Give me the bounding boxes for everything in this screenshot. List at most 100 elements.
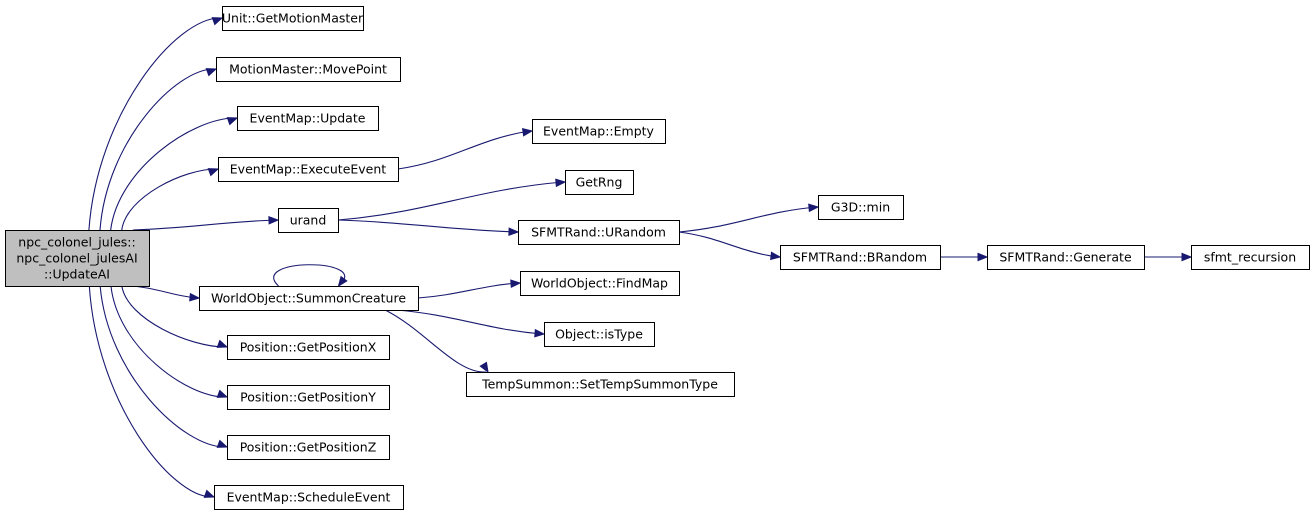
- node-g3dMin[interactable]: G3D::min: [818, 195, 904, 220]
- node-label-getY: Position::GetPositionY: [240, 390, 376, 405]
- node-label-getMotionMaster: Unit::GetMotionMaster: [222, 11, 364, 26]
- node-sfmt[interactable]: sfmt_recursion: [1191, 245, 1310, 270]
- node-movePoint[interactable]: MotionMaster::MovePoint: [216, 57, 401, 82]
- edge-root-to-getZ-arrow: [216, 439, 229, 448]
- edge-urand-to-uRandom: [337, 219, 517, 233]
- node-label-emEmpty: EventMap::Empty: [543, 124, 655, 139]
- node-label-root: npc_colonel_jules::: [18, 235, 135, 250]
- node-label-schedule: EventMap::ScheduleEvent: [227, 490, 391, 505]
- node-emUpdate[interactable]: EventMap::Update: [237, 106, 379, 131]
- edge-root-to-getMotionMaster-arrow: [211, 17, 224, 26]
- node-label-movePoint: MotionMaster::MovePoint: [229, 62, 387, 77]
- edge-root-to-getY-arrow: [216, 389, 229, 398]
- node-getX[interactable]: Position::GetPositionX: [227, 335, 390, 360]
- node-box-schedule: [214, 485, 404, 510]
- node-label-root: ::UpdateAI: [44, 267, 110, 282]
- node-box-urand: [278, 208, 339, 233]
- node-getY[interactable]: Position::GetPositionY: [227, 385, 390, 410]
- edge-summon-to-isType-arrow: [534, 328, 546, 338]
- node-emEmpty[interactable]: EventMap::Empty: [532, 119, 666, 144]
- edge-root-to-urand-arrow: [268, 215, 280, 225]
- edge-root-to-summon-arrow: [189, 292, 201, 302]
- edge-root-to-summon: [132, 285, 198, 299]
- node-label-summon: WorldObject::SummonCreature: [211, 291, 406, 306]
- edge-emExecute-to-emEmpty: [397, 130, 531, 170]
- node-label-uRandom: SFMTRand::URandom: [531, 225, 666, 240]
- node-root[interactable]: npc_colonel_jules::npc_colonel_julesAI::…: [5, 230, 150, 287]
- node-box-getRng: [565, 170, 634, 195]
- node-label-root: npc_colonel_julesAI: [16, 251, 137, 266]
- edge-generate-to-sfmt-arrow: [1181, 252, 1193, 262]
- node-box-emEmpty: [532, 119, 666, 144]
- edge-root-to-movePoint: [99, 68, 215, 231]
- edge-root-to-schedule: [88, 285, 213, 498]
- node-urand[interactable]: urand: [278, 208, 339, 233]
- edge-summon-to-tempSummon: [384, 309, 487, 373]
- node-label-sfmt: sfmt_recursion: [1204, 250, 1296, 265]
- node-box-getY: [227, 385, 390, 410]
- edge-root-to-getZ: [99, 285, 226, 448]
- node-getMotionMaster[interactable]: Unit::GetMotionMaster: [222, 6, 364, 31]
- edge-root-to-getY: [110, 285, 226, 398]
- node-label-tempSummon: TempSummon::SetTempSummonType: [481, 377, 718, 392]
- edge-summon-to-tempSummon-arrow: [479, 361, 489, 374]
- node-getRng[interactable]: GetRng: [565, 170, 634, 195]
- edge-uRandom-to-g3dMin: [678, 206, 817, 233]
- node-box-summon: [199, 286, 419, 311]
- edge-root-to-emUpdate-arrow: [226, 117, 239, 126]
- node-box-tempSummon: [466, 372, 735, 397]
- node-findMap[interactable]: WorldObject::FindMap: [520, 271, 680, 296]
- node-box-emUpdate: [237, 106, 379, 131]
- node-label-findMap: WorldObject::FindMap: [531, 276, 668, 291]
- node-label-emUpdate: EventMap::Update: [250, 111, 366, 126]
- edge-root-to-emUpdate: [110, 117, 236, 231]
- edge-summon-to-summon: [273, 264, 346, 287]
- edge-urand-to-uRandom-arrow: [508, 227, 520, 237]
- node-box-getMotionMaster: [222, 6, 364, 31]
- edge-summon-to-isType: [396, 309, 543, 335]
- node-box-generate: [987, 245, 1145, 270]
- call-graph-nodes: npc_colonel_jules::npc_colonel_julesAI::…: [5, 6, 1310, 510]
- edge-root-to-emExecute: [121, 168, 217, 231]
- node-getZ[interactable]: Position::GetPositionZ: [227, 435, 390, 460]
- node-label-getZ: Position::GetPositionZ: [240, 440, 377, 455]
- edge-uRandom-to-bRandom-arrow: [770, 251, 782, 261]
- edge-summon-to-summon-arrow: [337, 275, 348, 288]
- edge-bRandom-to-generate-arrow: [977, 252, 989, 262]
- node-emExecute[interactable]: EventMap::ExecuteEvent: [218, 157, 399, 182]
- edge-root-to-movePoint-arrow: [205, 68, 218, 77]
- node-bRandom[interactable]: SFMTRand::BRandom: [780, 245, 941, 270]
- edge-urand-to-getRng-arrow: [555, 178, 567, 188]
- node-box-emExecute: [218, 157, 399, 182]
- node-tempSummon[interactable]: TempSummon::SetTempSummonType: [466, 372, 735, 397]
- node-box-uRandom: [518, 220, 680, 245]
- node-uRandom[interactable]: SFMTRand::URandom: [518, 220, 680, 245]
- node-box-isType: [544, 322, 655, 347]
- node-label-getX: Position::GetPositionX: [240, 340, 377, 355]
- node-label-generate: SFMTRand::Generate: [999, 250, 1132, 265]
- edge-emExecute-to-emEmpty-arrow: [521, 128, 534, 137]
- node-generate[interactable]: SFMTRand::Generate: [987, 245, 1145, 270]
- node-label-emExecute: EventMap::ExecuteEvent: [230, 162, 387, 177]
- node-box-getZ: [227, 435, 390, 460]
- node-box-g3dMin: [818, 195, 904, 220]
- node-box-getX: [227, 335, 390, 360]
- node-schedule[interactable]: EventMap::ScheduleEvent: [214, 485, 404, 510]
- edge-uRandom-to-bRandom: [678, 231, 779, 258]
- node-box-findMap: [520, 271, 680, 296]
- node-label-isType: Object::isType: [555, 327, 643, 342]
- node-box-movePoint: [216, 57, 401, 82]
- edge-uRandom-to-g3dMin-arrow: [808, 203, 820, 213]
- edge-summon-to-findMap: [417, 282, 519, 299]
- node-box-sfmt: [1191, 245, 1310, 270]
- node-box-bRandom: [780, 245, 941, 270]
- edge-root-to-urand: [132, 219, 277, 231]
- edge-root-to-getMotionMaster: [88, 17, 221, 231]
- node-summon[interactable]: WorldObject::SummonCreature: [199, 286, 419, 311]
- edge-root-to-getX: [121, 285, 226, 348]
- node-label-getRng: GetRng: [576, 175, 623, 190]
- node-box-root: [5, 230, 150, 287]
- edge-root-to-emExecute-arrow: [207, 168, 220, 177]
- node-isType[interactable]: Object::isType: [544, 322, 655, 347]
